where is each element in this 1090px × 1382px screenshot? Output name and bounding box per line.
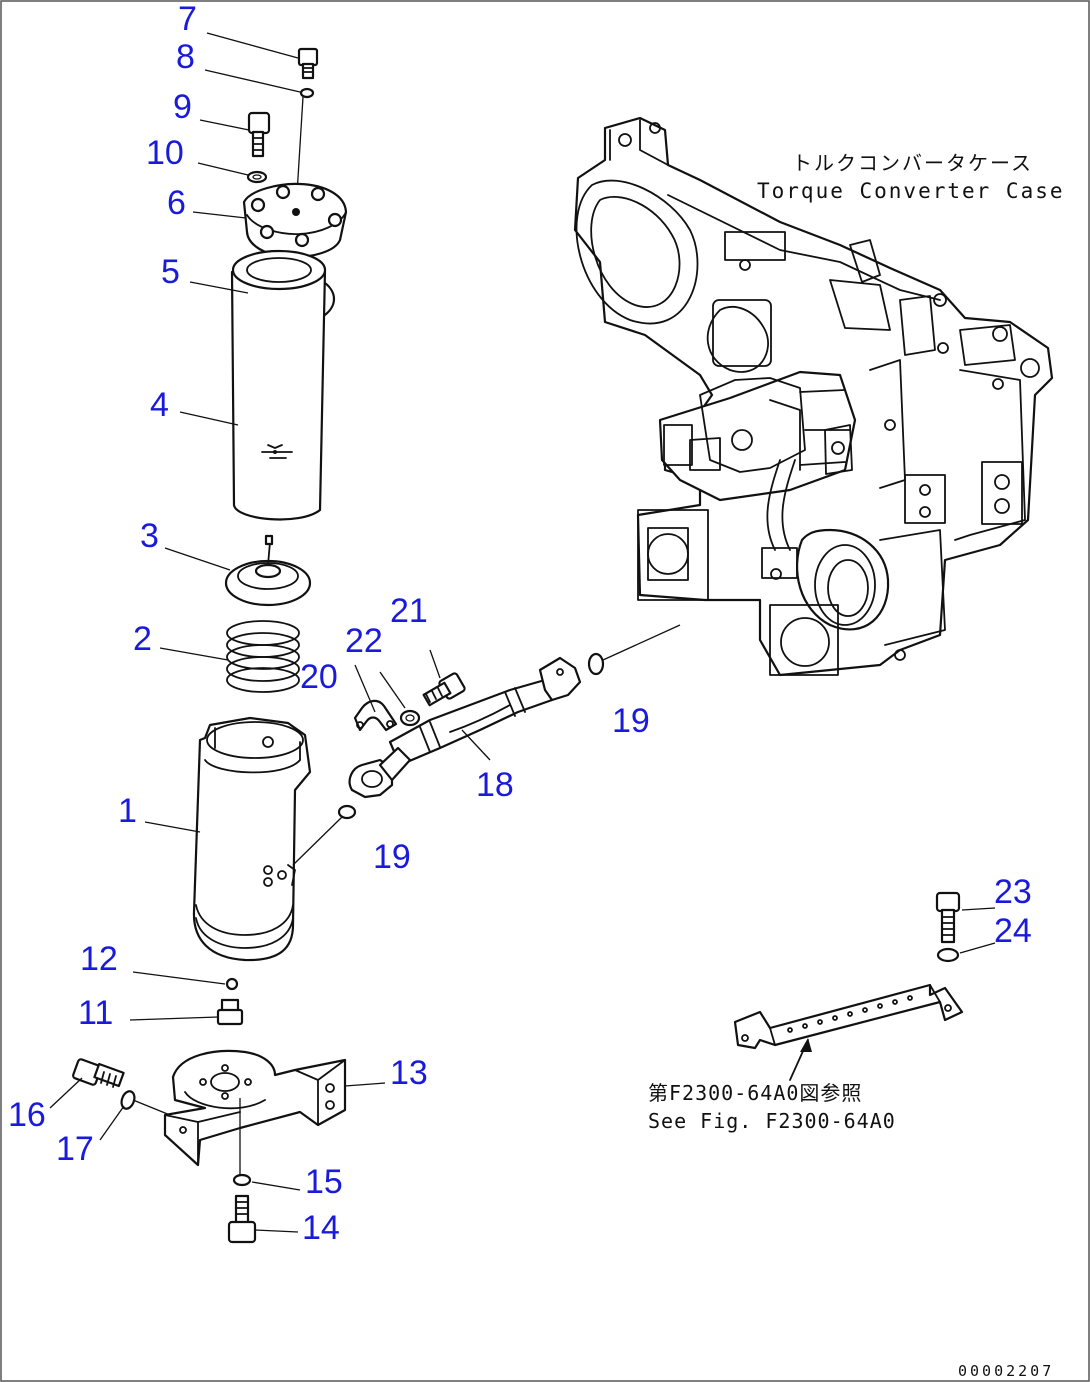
- drawing-number: 00002207: [958, 1362, 1054, 1380]
- torque-converter-case-drawing: [573, 116, 1054, 677]
- callout-1: 1: [118, 792, 137, 830]
- filter-case-1-drawing: [192, 716, 312, 962]
- callout-12: 12: [80, 940, 118, 978]
- callout-18: 18: [476, 766, 514, 804]
- reference-label-jp: 第F2300-64A0図参照: [648, 1081, 862, 1105]
- callout-20: 20: [300, 658, 338, 696]
- callout-16: 16: [8, 1096, 46, 1134]
- callout-22: 22: [345, 622, 383, 660]
- callout-13: 13: [390, 1054, 428, 1092]
- bolt-16-drawing: [72, 1058, 125, 1088]
- callouts: 7 8 9 10 6 5 4 3 2 20 22 21 19 18 1 19 1…: [8, 0, 1032, 1247]
- bolt-9-drawing: [247, 111, 271, 158]
- callout-19-lower: 19: [373, 838, 411, 876]
- callout-15: 15: [305, 1163, 343, 1201]
- clamp-20-drawing: [353, 699, 398, 732]
- washer-15-drawing: [232, 1098, 252, 1187]
- bracket-13-drawing: [163, 1049, 347, 1167]
- torque-case-label-en: Torque Converter Case: [757, 179, 1065, 203]
- callout-5: 5: [161, 253, 180, 291]
- callout-3: 3: [140, 517, 159, 555]
- spring-2-drawing: [226, 620, 300, 693]
- reference-label-en: See Fig. F2300-64A0: [648, 1109, 896, 1133]
- callout-10: 10: [146, 134, 184, 172]
- bolt-7-drawing: [297, 47, 319, 80]
- torque-case-label-jp: トルクコンバータケース: [792, 151, 1033, 175]
- valve-3-drawing: [224, 534, 312, 607]
- washer-10-drawing: [246, 170, 268, 184]
- bolt-23-drawing: [935, 891, 961, 944]
- o-ring-19-upper-drawing: [587, 624, 681, 676]
- callout-2: 2: [133, 620, 152, 658]
- plug-12-drawing: [225, 977, 239, 991]
- bolt-21-drawing: [422, 672, 466, 707]
- callout-23: 23: [994, 873, 1032, 911]
- callout-17: 17: [56, 1130, 94, 1168]
- callout-7: 7: [178, 0, 197, 38]
- callout-8: 8: [176, 38, 195, 76]
- callout-21: 21: [390, 592, 428, 630]
- filter-element-4-drawing: [230, 249, 327, 521]
- washer-24-drawing: [936, 947, 960, 963]
- support-bracket-drawing: [733, 983, 964, 1081]
- callout-19-upper: 19: [612, 702, 650, 740]
- bolt-14-drawing: [227, 1194, 257, 1244]
- callout-24: 24: [994, 912, 1032, 950]
- callout-4: 4: [150, 386, 169, 424]
- o-ring-19-lower-drawing: [292, 804, 357, 866]
- hose-18-drawing: [348, 656, 582, 799]
- washer-22-drawing: [399, 709, 421, 727]
- callout-6: 6: [167, 184, 186, 222]
- washer-17-drawing: [120, 1090, 171, 1116]
- leader-lines: [49, 32, 996, 1233]
- callout-9: 9: [173, 88, 192, 126]
- plug-11-drawing: [216, 998, 244, 1026]
- cover-6-drawing: [242, 182, 348, 259]
- callout-11: 11: [78, 994, 113, 1032]
- callout-14: 14: [302, 1209, 340, 1247]
